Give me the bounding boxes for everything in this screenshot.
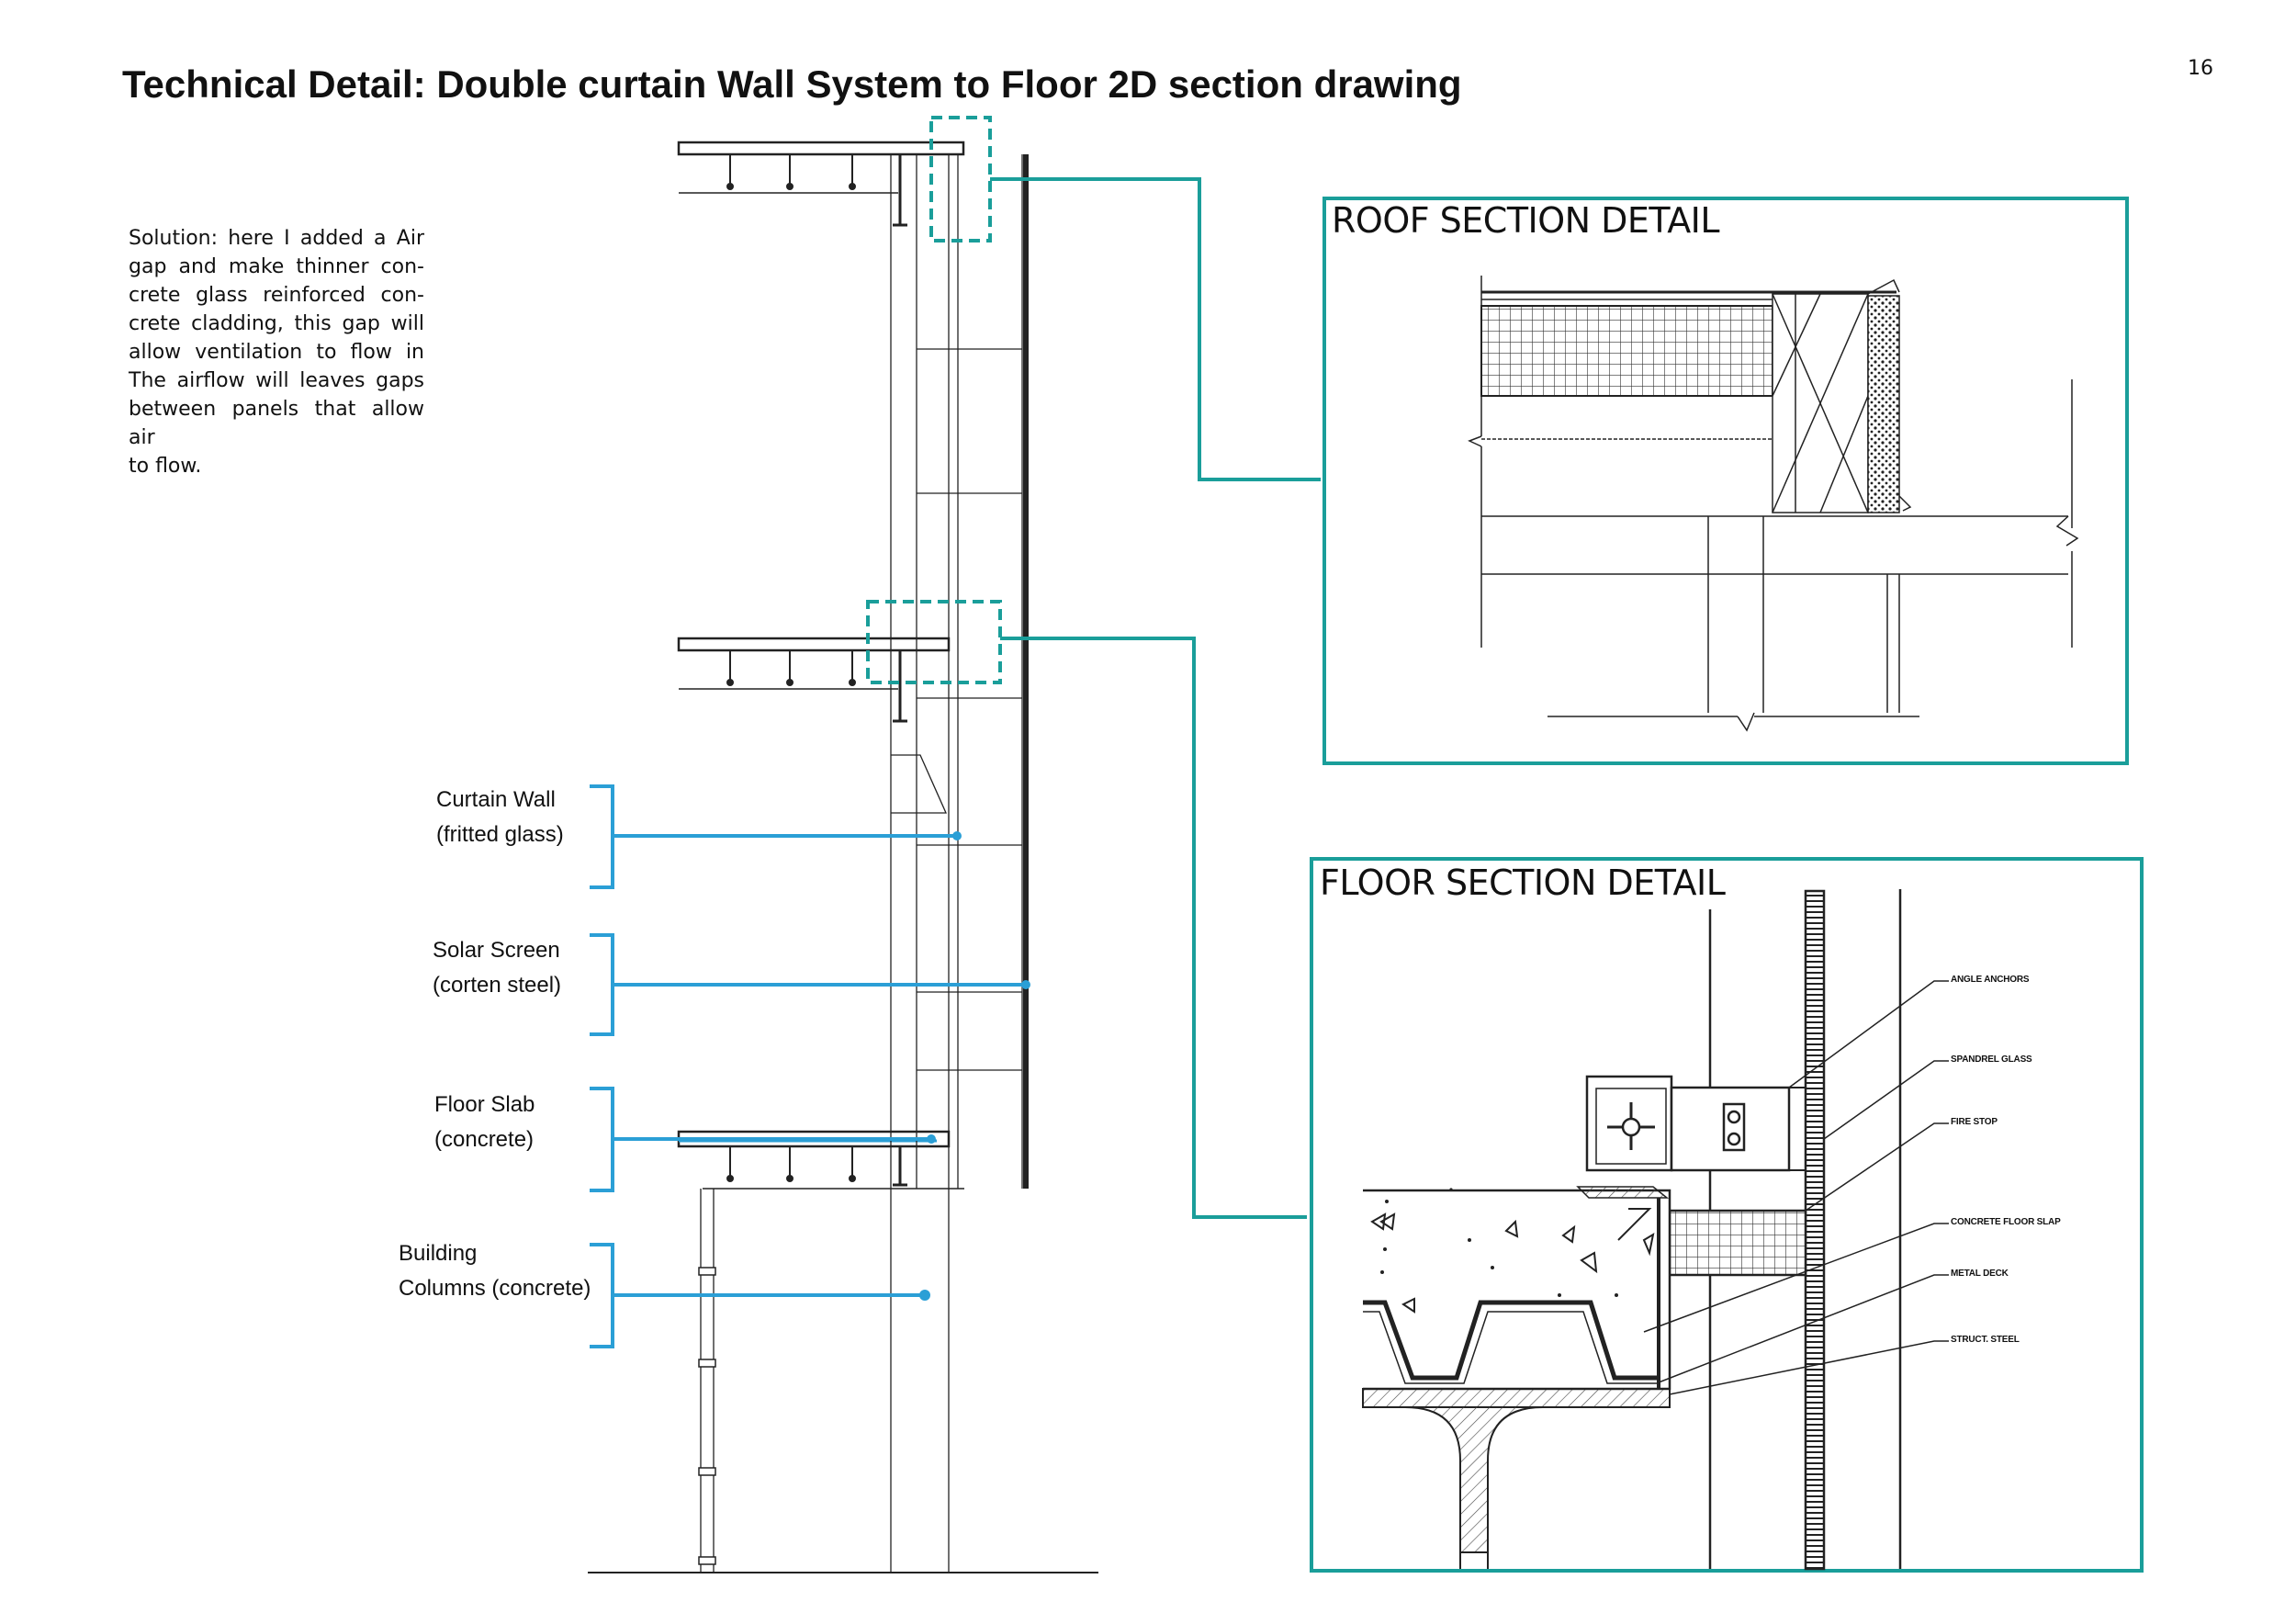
callout-fire-stop: FIRE STOP bbox=[1951, 1117, 1998, 1127]
roof-callout-box bbox=[929, 116, 992, 242]
floor-detail-panel bbox=[1310, 857, 2144, 1573]
page-number: 16 bbox=[2188, 57, 2213, 80]
description-line: crete cladding, this gap will bbox=[129, 312, 424, 335]
legend-building-columns: Building Columns (concrete) bbox=[399, 1241, 591, 1301]
roof-slab bbox=[677, 141, 965, 156]
floor-callout-box bbox=[866, 600, 1002, 684]
description-line: The airflow will leaves gaps bbox=[129, 369, 424, 392]
callout-concrete-floor-slap: CONCRETE FLOOR SLAP bbox=[1951, 1217, 2061, 1227]
legend-curtain-wall: Curtain Wall (fritted glass) bbox=[436, 787, 564, 847]
callout-metal-deck: METAL DECK bbox=[1951, 1269, 2009, 1279]
legend-brackets bbox=[590, 784, 1024, 1348]
solar-screen-outer bbox=[1023, 154, 1029, 1189]
callout-struct-steel: STRUCT. STEEL bbox=[1951, 1335, 2020, 1345]
description-line: gap and make thinner con- bbox=[129, 255, 424, 278]
floor-detail-title: FLOOR SECTION DETAIL bbox=[1320, 863, 1726, 903]
column-stubs bbox=[893, 154, 907, 1187]
roof-detail-panel bbox=[1322, 197, 2129, 765]
description-line: between panels that allow air bbox=[129, 398, 424, 449]
roof-connector bbox=[990, 177, 1321, 481]
roof-detail-drawing bbox=[1468, 276, 2079, 732]
callout-spandrel-glass: SPANDREL GLASS bbox=[1951, 1054, 2032, 1065]
mid-hangers bbox=[726, 650, 856, 686]
floor-detail-drawing bbox=[1362, 889, 1902, 1571]
description-line: crete glass reinforced con- bbox=[129, 284, 424, 307]
page-title: Technical Detail: Double curtain Wall Sy… bbox=[122, 62, 1462, 106]
floor-connector bbox=[1000, 637, 1307, 1219]
description-line: to flow. bbox=[129, 455, 202, 478]
solution-description: Solution: here I added a Air gap and mak… bbox=[129, 224, 424, 480]
mid-floor-slab bbox=[677, 637, 951, 652]
roof-hangers bbox=[726, 154, 856, 190]
bottom-hangers bbox=[726, 1146, 856, 1182]
callout-angle-anchors: ANGLE ANCHORS bbox=[1951, 975, 2030, 985]
legend-solar-screen: Solar Screen (corten steel) bbox=[433, 938, 562, 998]
description-line: Solution: here I added a Air bbox=[129, 227, 424, 250]
legend-floor-slab: Floor Slab (concrete) bbox=[434, 1092, 535, 1152]
transoms bbox=[917, 348, 1022, 1071]
building-section bbox=[588, 141, 1098, 1573]
roof-detail-title: ROOF SECTION DETAIL bbox=[1332, 200, 1720, 241]
floor-callout-leaders bbox=[1643, 980, 1949, 1395]
description-line: allow ventilation to flow in bbox=[129, 341, 424, 364]
